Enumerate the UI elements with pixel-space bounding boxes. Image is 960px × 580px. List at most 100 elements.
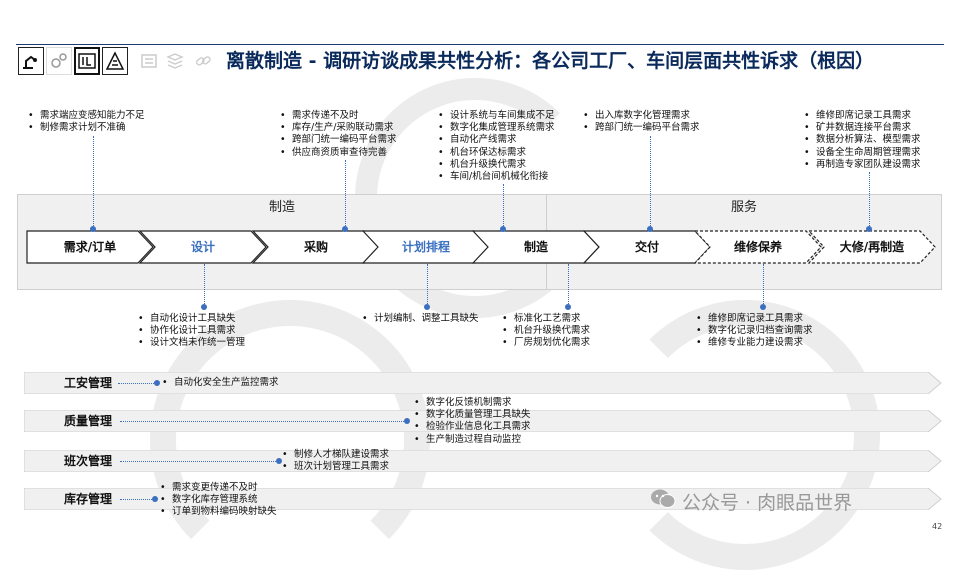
note-shift: 制修人才梯队建设需求 班次计划管理工具需求 (282, 449, 389, 473)
note-demand-order: 需求端应变感知能力不足 制修需求计划不准确 (28, 110, 145, 134)
connector-line (120, 499, 154, 500)
note-item: 机台升级换代需求 (502, 325, 590, 337)
stage-planning[interactable]: 计划排程 (362, 230, 490, 264)
note-item: 厂房规划优化需求 (502, 337, 590, 349)
stage-manufacturing[interactable]: 制造 (472, 230, 600, 264)
note-item: 数字化记录归档查询需求 (696, 325, 813, 337)
connector-dot (201, 304, 207, 310)
connector-line (120, 461, 278, 462)
connector-line (93, 136, 94, 228)
note-item: 数字化库存管理系统 (160, 494, 277, 506)
note-manufacturing-bottom: 标准化工艺需求 机台升级换代需求 厂房规划优化需求 (502, 313, 590, 350)
page-number: 42 (932, 522, 943, 531)
note-item: 机台升级换代需求 (438, 159, 555, 171)
connector-dot (760, 304, 766, 310)
note-delivery: 出入库数字化管理需求 跨部门统一编码平台需求 (583, 110, 700, 134)
note-item: 库存/生产/采购联动需求 (280, 122, 397, 134)
note-item: 设计文档未作统一管理 (138, 337, 245, 349)
stage-demand-order[interactable]: 需求/订单 (26, 230, 154, 264)
note-item: 设计系统与车间集成不足 (438, 110, 555, 122)
connector-dot (276, 458, 282, 464)
stage-procurement[interactable]: 采购 (252, 230, 380, 264)
manufacturing-section-label: 制造 (268, 200, 295, 215)
stage-delivery[interactable]: 交付 (583, 230, 711, 264)
note-item: 计划编制、调整工具缺失 (362, 313, 479, 325)
note-item: 需求端应变感知能力不足 (28, 110, 145, 122)
watermark: 公众号 · 肉眼品世界 (650, 488, 852, 515)
note-item: 自动化设计工具缺失 (138, 313, 245, 325)
connector-line (763, 264, 764, 306)
note-item: 跨部门统一编码平台需求 (583, 122, 700, 134)
note-item: 需求传递不及时 (280, 110, 397, 122)
factory-board-icon (74, 47, 100, 75)
note-item: 数字化质量管理工具缺失 (414, 409, 531, 421)
mgmt-label: 工安管理 (64, 376, 113, 390)
note-item: 需求变更传递不及时 (160, 482, 277, 494)
chain-icon (190, 47, 216, 75)
note-overhaul: 维修即席记录工具需求 矿井数据连接平台需求 数据分析算法、模型需求 设备全生命周… (804, 110, 921, 171)
note-item: 生产制造过程自动监控 (414, 434, 531, 446)
watermark-text: 公众号 · 肉眼品世界 (682, 492, 853, 514)
note-item: 协作化设计工具需求 (138, 325, 245, 337)
header-rule (16, 44, 944, 45)
mgmt-label: 质量管理 (64, 414, 113, 428)
note-item: 班次计划管理工具需求 (282, 461, 389, 473)
note-safety: 自动化安全生产监控需求 (162, 377, 279, 389)
note-item: 矿井数据连接平台需求 (804, 122, 921, 134)
mgmt-label: 库存管理 (64, 492, 113, 506)
mgmt-bar-shift[interactable]: 班次管理 (24, 450, 942, 472)
note-item: 再制造专家团队建设需求 (804, 159, 921, 171)
note-item: 数字化集成管理系统需求 (438, 122, 555, 134)
robot-arm-icon (18, 47, 44, 75)
note-item: 供应商资质审查待完善 (280, 147, 397, 159)
stage-overhaul[interactable]: 大修/再制造 (808, 230, 936, 264)
layers-icon (162, 47, 188, 75)
note-manufacturing: 设计系统与车间集成不足 数字化集成管理系统需求 自动化产线需求 机台环保达标需求… (438, 110, 555, 183)
note-design: 自动化设计工具缺失 协作化设计工具需求 设计文档未作统一管理 (138, 313, 245, 350)
stage-label: 交付 (634, 240, 659, 254)
connector-dot (404, 418, 410, 424)
note-item: 车间/机台间机械化衔接 (438, 171, 555, 183)
note-item: 检验作业信息化工具需求 (414, 421, 531, 433)
note-inventory: 需求变更传递不及时 数字化库存管理系统 订单到物料编码映射缺失 (160, 482, 277, 519)
note-item: 跨部门统一编码平台需求 (280, 134, 397, 146)
connector-line (204, 264, 205, 306)
page-title: 离散制造 - 调研访谈成果共性分析：各公司工厂、车间层面共性诉求（根因） (226, 50, 875, 72)
note-item: 机台环保达标需求 (438, 147, 555, 159)
note-item: 自动化产线需求 (438, 134, 555, 146)
connector-dot (565, 304, 571, 310)
note-item: 自动化安全生产监控需求 (162, 377, 279, 389)
building-icon (102, 47, 128, 75)
connector-dot (154, 380, 160, 386)
stage-label: 设计 (190, 240, 215, 254)
note-item: 数字化反馈机制需求 (414, 397, 531, 409)
connector-dot (152, 496, 158, 502)
connector-dot (647, 226, 653, 232)
note-item: 制修人才梯队建设需求 (282, 449, 389, 461)
note-item: 出入库数字化管理需求 (583, 110, 700, 122)
connector-line (345, 160, 346, 228)
stage-label: 采购 (303, 240, 328, 254)
note-maintenance: 维修即席记录工具需求 数字化记录归档查询需求 维修专业能力建设需求 (696, 313, 813, 350)
connector-dot (866, 226, 872, 232)
connector-line (869, 172, 870, 228)
mgmt-label: 班次管理 (64, 454, 113, 468)
stage-design[interactable]: 设计 (139, 230, 267, 264)
connector-line (650, 136, 651, 228)
connector-line (118, 383, 156, 384)
connector-line (503, 184, 504, 228)
stage-maintenance[interactable]: 维修保养 (694, 230, 822, 264)
stage-label: 大修/再制造 (839, 240, 905, 254)
note-item: 数据分析算法、模型需求 (804, 134, 921, 146)
note-item: 订单到物料编码映射缺失 (160, 506, 277, 518)
note-planning: 计划编制、调整工具缺失 (362, 313, 479, 325)
note-item: 维修即席记录工具需求 (696, 313, 813, 325)
connector-dot (500, 226, 506, 232)
stage-label: 计划排程 (401, 240, 450, 254)
stage-label: 维修保养 (733, 240, 782, 254)
service-section-label: 服务 (730, 200, 757, 215)
connector-dot (90, 226, 96, 232)
stage-label: 制造 (523, 240, 548, 254)
note-item: 制修需求计划不准确 (28, 122, 145, 134)
server-icon (136, 47, 162, 75)
